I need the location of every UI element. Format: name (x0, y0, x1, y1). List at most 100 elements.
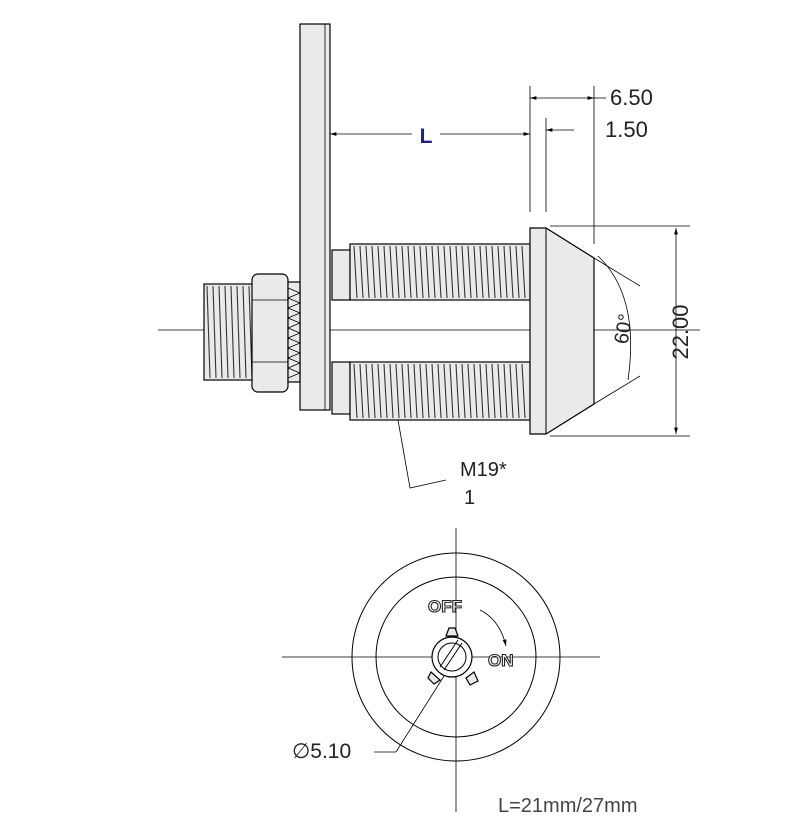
thread-line (449, 363, 454, 419)
thread-line (224, 285, 229, 379)
thread-line (431, 245, 436, 299)
thread-line (515, 363, 520, 419)
hex-nut (251, 273, 289, 393)
key-diameter-leader (374, 675, 445, 753)
thread-line (395, 245, 400, 299)
thread-line (437, 245, 442, 299)
thread-size-label: M19* (460, 459, 507, 481)
thread-line (521, 245, 526, 299)
length-label-bg (412, 120, 440, 146)
thread-line (485, 363, 490, 419)
thread-line (503, 363, 508, 419)
thread-pitch-label: 1 (464, 487, 475, 509)
thread-line (365, 363, 370, 419)
thread-line (401, 245, 406, 299)
thread-line (383, 363, 388, 419)
thread-line (371, 363, 376, 419)
thread-line (425, 363, 430, 419)
washer-tooth (287, 287, 302, 299)
length-options-note: L=21mm/27mm (498, 795, 638, 817)
thread-line (218, 285, 223, 379)
thread-line (377, 245, 382, 299)
mounting-plate (299, 23, 331, 411)
thread-shoulder-lower (331, 361, 351, 415)
washer-tooth (287, 357, 302, 369)
dim-head-diameter: 22.00 (668, 304, 693, 359)
thread-line (407, 363, 412, 419)
conical-head (529, 227, 595, 435)
thread-line (353, 245, 358, 299)
thread-line (353, 363, 358, 419)
thread-line (443, 363, 448, 419)
washer-tooth (287, 347, 302, 359)
thread-line (491, 245, 496, 299)
thread-line (407, 245, 412, 299)
thread-line (509, 363, 514, 419)
thread-line (419, 363, 424, 419)
thread-line (242, 285, 247, 379)
front-view: OFF ON ∅5.10 (282, 528, 600, 812)
thread-line (461, 363, 466, 419)
thread-line (425, 245, 430, 299)
washer-tooth (287, 337, 302, 349)
thread-line (359, 245, 364, 299)
thread-line (206, 285, 211, 379)
thread-line (485, 245, 490, 299)
thread-line (497, 363, 502, 419)
thread-line (230, 285, 235, 379)
thread-line (479, 363, 484, 419)
key-diameter-label: ∅5.10 (292, 740, 351, 763)
key-tab-right (465, 671, 479, 686)
washer-tooth (287, 317, 302, 329)
thread-line (521, 363, 526, 419)
rear-thread (203, 283, 255, 381)
thread-line (431, 363, 436, 419)
washer-teeth (287, 287, 302, 379)
thread-line (449, 245, 454, 299)
key-plug-inner (437, 642, 467, 672)
head-inner-circle (375, 576, 537, 738)
angle-leg-bottom (593, 375, 641, 405)
rotation-arrow (479, 609, 507, 647)
thread-line (467, 363, 472, 419)
thread-line (413, 363, 418, 419)
thread-line (455, 245, 460, 299)
dim-flange-overall: 6.50 (610, 85, 653, 110)
thread-line (419, 245, 424, 299)
thread-callout-leader (397, 419, 447, 489)
washer-tooth (287, 367, 302, 379)
key-slot-edge (439, 639, 459, 668)
key-tab-top (445, 627, 459, 637)
dim-flange-step: 1.50 (605, 117, 648, 142)
thread-line (395, 363, 400, 419)
washer-tooth (287, 327, 302, 339)
thread-line (371, 245, 376, 299)
thread-line (443, 245, 448, 299)
thread-line (212, 285, 217, 379)
thread-line (455, 363, 460, 419)
angle-leg-top (593, 257, 641, 287)
thread-line (389, 363, 394, 419)
key-position-off: OFF (428, 597, 462, 616)
thread-line (467, 245, 472, 299)
main-thread-lines (353, 245, 526, 419)
key-position-on: ON (488, 651, 514, 670)
head-outer-circle (351, 552, 561, 762)
thread-line (491, 363, 496, 419)
thread-line (479, 245, 484, 299)
washer-tooth (287, 297, 302, 309)
thread-line (377, 363, 382, 419)
thread-line (437, 363, 442, 419)
thread-line (413, 245, 418, 299)
thread-line (473, 363, 478, 419)
key-slot (443, 642, 463, 671)
key-tab-left (427, 671, 441, 685)
thread-line (359, 363, 364, 419)
dim-cone-angle: 60° (611, 312, 638, 346)
thread-line (509, 245, 514, 299)
side-view: 22.00 60° 6.50 1.50 L M19* 1 (158, 23, 700, 509)
thread-line (461, 245, 466, 299)
thread-line (365, 245, 370, 299)
thread-line (236, 285, 241, 379)
